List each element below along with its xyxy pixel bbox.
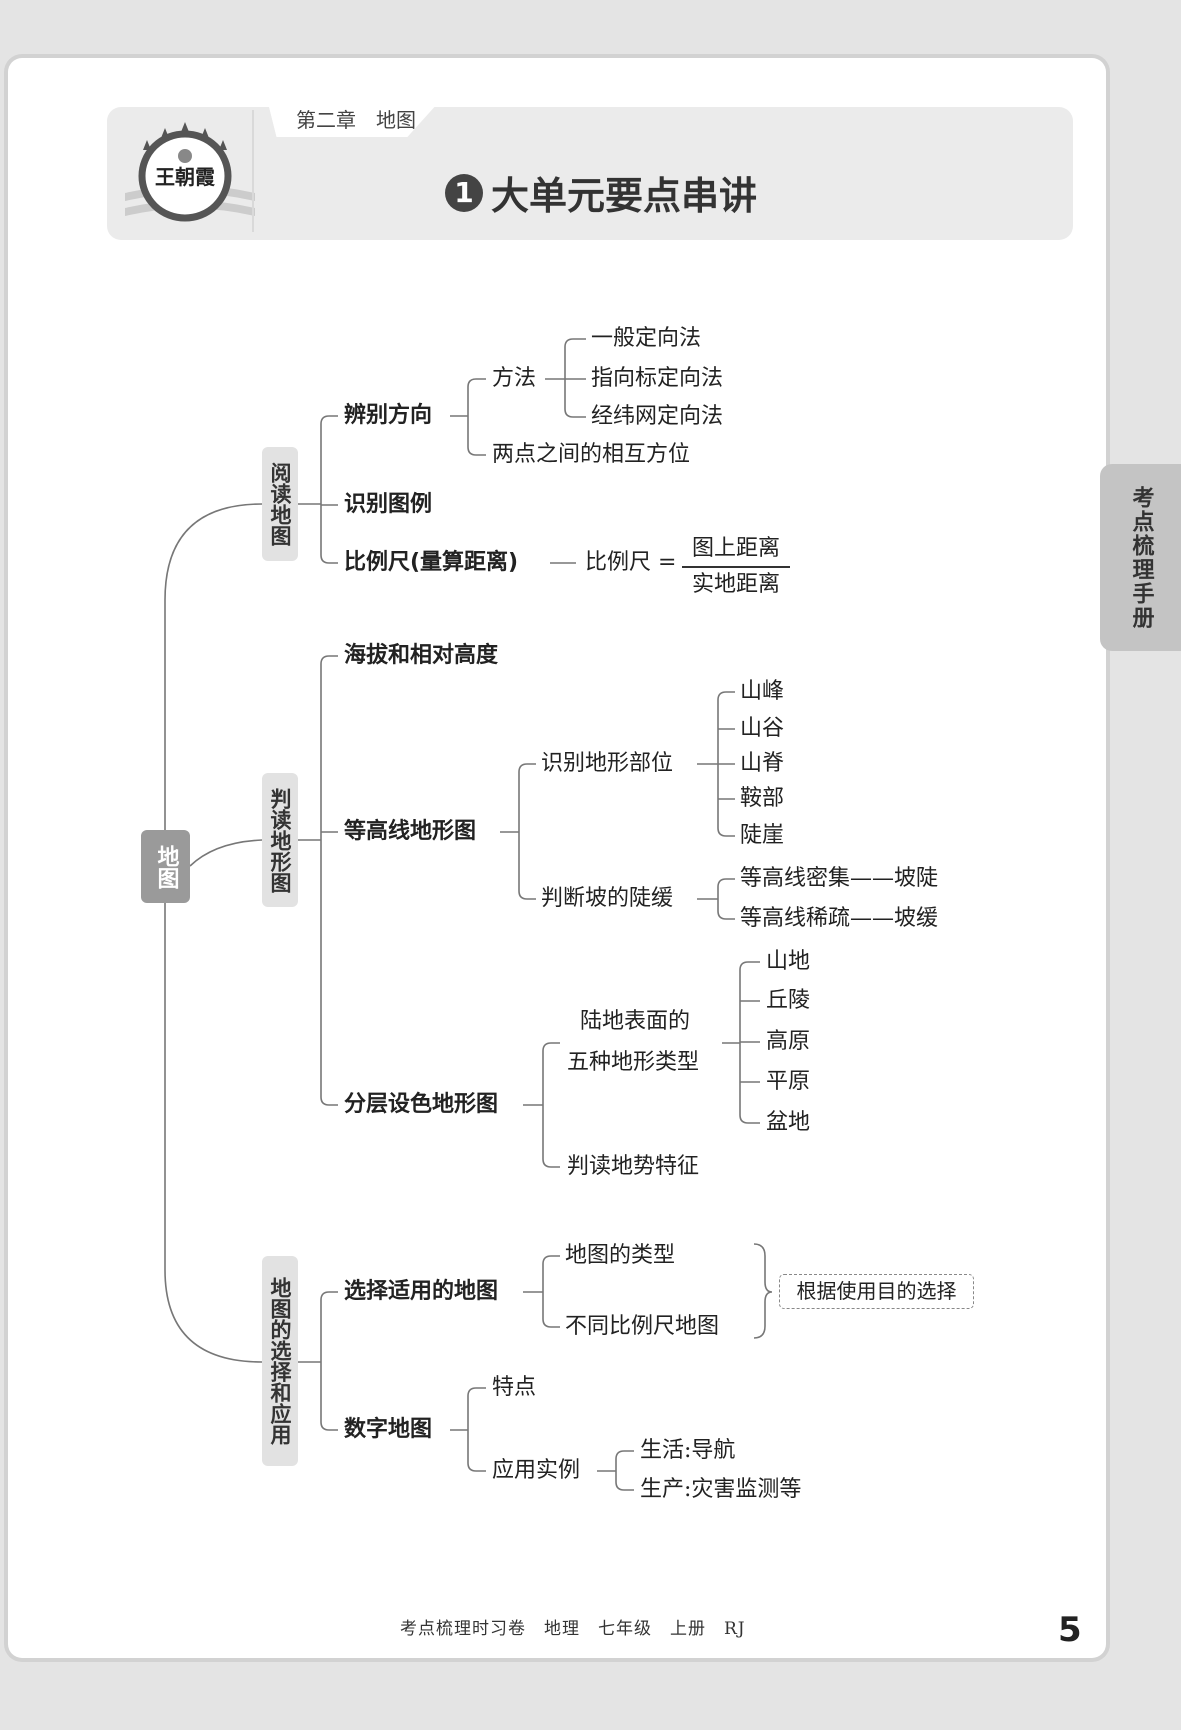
node-slope: 判断坡的陡缓 — [541, 886, 674, 911]
chapter-label: 第二章 地图 — [268, 103, 438, 137]
branch-map-selection: 地图的选择和应用 — [262, 1256, 298, 1466]
mindmap-root: 地图 — [141, 830, 190, 903]
footer-text: 考点梳理时习卷 地理 七年级 上册 RJ — [400, 1619, 746, 1639]
formula-numerator: 图上距离 — [682, 532, 790, 568]
node-terrain-features: 判读地势特征 — [567, 1154, 700, 1179]
note-choose-by-purpose: 根据使用目的选择 — [779, 1274, 974, 1309]
section-number-badge: 1 — [445, 173, 483, 212]
node-valley: 山谷 — [740, 716, 785, 741]
connector-line — [320, 1291, 338, 1431]
branch-read-terrain-map: 判读地形图 — [262, 773, 298, 907]
node-hills: 丘陵 — [766, 988, 811, 1013]
node-method-2: 指向标定向法 — [591, 366, 724, 391]
header-banner — [107, 107, 1073, 240]
node-mountain: 山地 — [766, 949, 811, 974]
node-method: 方法 — [492, 366, 537, 391]
node-scale: 比例尺(量算距离) — [344, 550, 519, 575]
page-title: 1 大单元要点串讲 — [445, 165, 757, 220]
title-text: 大单元要点串讲 — [491, 174, 758, 218]
node-contour-map: 等高线地形图 — [344, 819, 477, 844]
node-examples: 应用实例 — [492, 1458, 581, 1483]
connector-line — [189, 839, 263, 867]
page-number: 5 — [1058, 1610, 1082, 1650]
side-tab[interactable]: 考点梳理手册 — [1100, 464, 1181, 651]
formula-lhs-text: 比例尺 — [585, 550, 652, 575]
svg-text:王朝霞: 王朝霞 — [155, 165, 216, 189]
node-landform-types-line1: 陆地表面的 — [580, 1009, 691, 1034]
connector-line — [564, 338, 586, 418]
connector-line — [164, 503, 263, 830]
connector-line — [542, 1042, 560, 1168]
node-peak: 山峰 — [740, 679, 785, 704]
node-landform-types-line2: 五种地形类型 — [567, 1050, 700, 1075]
node-plateau: 高原 — [766, 1029, 811, 1054]
node-choose-map: 选择适用的地图 — [344, 1279, 499, 1304]
node-disaster-monitoring: 生产:灾害监测等 — [640, 1477, 802, 1502]
formula-fraction: 图上距离 实地距离 — [682, 532, 790, 602]
node-terrain-parts: 识别地形部位 — [541, 751, 674, 776]
connector-line — [467, 1387, 486, 1472]
connector-line — [164, 903, 263, 1363]
connector-line — [320, 415, 338, 564]
node-digital-map: 数字地图 — [344, 1417, 433, 1442]
formula-equals: = — [658, 550, 677, 575]
connector-line — [717, 878, 735, 920]
connector-line — [320, 655, 338, 1106]
header-divider — [252, 110, 254, 232]
connector-line — [753, 1243, 773, 1339]
connector-line — [542, 1255, 560, 1328]
node-features: 特点 — [492, 1375, 537, 1400]
publisher-logo: 王朝霞 — [125, 122, 255, 222]
node-direction: 辨别方向 — [344, 403, 433, 428]
node-layered-map: 分层设色地形图 — [344, 1092, 499, 1117]
node-scale-maps: 不同比例尺地图 — [565, 1314, 720, 1339]
node-method-1: 一般定向法 — [591, 326, 702, 351]
node-method-3: 经纬网定向法 — [591, 404, 724, 429]
node-basin: 盆地 — [766, 1110, 811, 1135]
formula-lhs: 比例尺 = — [585, 550, 676, 576]
node-relative-position: 两点之间的相互方位 — [492, 442, 691, 467]
branch-read-map: 阅读地图 — [262, 447, 298, 561]
connector-line — [467, 378, 486, 456]
page — [8, 58, 1106, 1658]
node-map-types: 地图的类型 — [565, 1243, 676, 1268]
node-plain: 平原 — [766, 1069, 811, 1094]
node-ridge: 山脊 — [740, 751, 785, 776]
node-legend: 识别图例 — [344, 492, 433, 517]
connector-line — [518, 763, 536, 900]
node-altitude: 海拔和相对高度 — [344, 643, 499, 668]
node-cliff: 陡崖 — [740, 823, 785, 848]
connector-line — [615, 1450, 634, 1491]
node-gentle: 等高线稀疏——坡缓 — [740, 906, 939, 931]
formula-denominator: 实地距离 — [691, 572, 780, 597]
node-navigation: 生活:导航 — [640, 1438, 736, 1463]
node-steep: 等高线密集——坡陡 — [740, 866, 939, 891]
node-saddle: 鞍部 — [740, 786, 785, 811]
